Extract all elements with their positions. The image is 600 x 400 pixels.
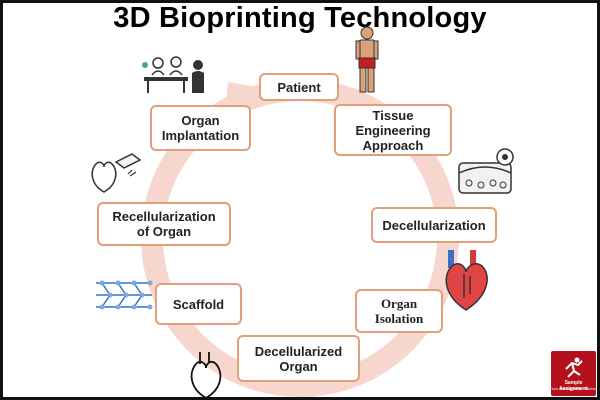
node-decellularized-organ: Decellularized Organ	[237, 335, 360, 382]
node-organ-implantation: Organ Implantation	[150, 105, 251, 151]
tissue-cells-icon	[458, 148, 514, 194]
heart-hand-icon	[91, 153, 142, 193]
scaffold-mesh-icon	[96, 280, 153, 310]
surgery-team-icon	[142, 56, 204, 93]
brand-logo: Sample Assignment Your Best Academic Sol…	[551, 351, 596, 396]
node-recellularization: Recellularization of Organ	[97, 202, 231, 246]
node-patient: Patient	[259, 73, 339, 101]
heart-vessels-icon	[445, 250, 488, 311]
person-icon	[355, 26, 379, 93]
node-organ-isolation: Organ Isolation	[355, 289, 443, 333]
diagram-title: 3D Bioprinting Technology	[113, 2, 487, 34]
node-decellularization: Decellularization	[371, 207, 497, 243]
heart-icon	[190, 352, 222, 400]
cycle-arrowhead	[226, 82, 262, 104]
logo-line-1: Sample Assignment	[559, 380, 588, 392]
logo-line-2: Your Best Academic Solution	[551, 387, 596, 391]
node-tissue-engineering: Tissue Engineering Approach	[334, 104, 452, 156]
figure-icon	[565, 357, 583, 378]
node-scaffold: Scaffold	[155, 283, 242, 325]
